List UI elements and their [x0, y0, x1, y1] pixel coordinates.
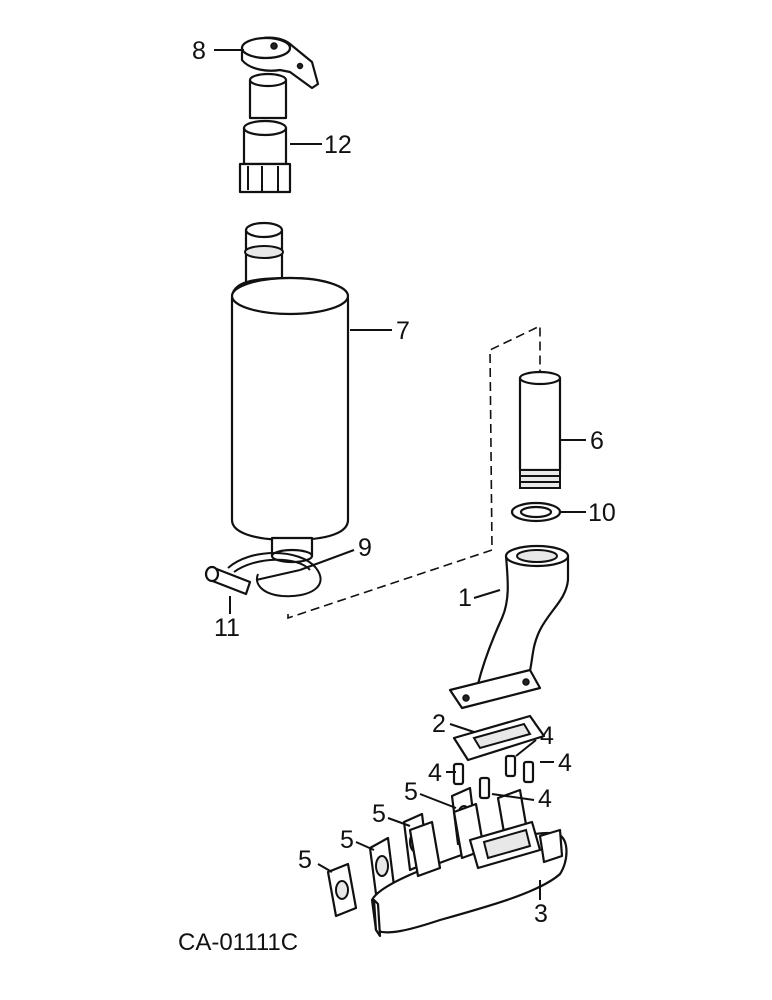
callout-11: 11 [214, 614, 240, 642]
callout-3: 3 [534, 900, 548, 928]
callout-2: 2 [432, 710, 446, 738]
muffler-part [230, 221, 350, 564]
exhaust-manifold-part [370, 788, 568, 938]
callout-4d: 4 [538, 785, 552, 813]
callout-8: 8 [192, 37, 206, 65]
callout-5a: 5 [404, 778, 418, 806]
callout-12: 12 [324, 131, 352, 159]
clamp-ring-part [510, 501, 562, 523]
elbow-pipe-part [448, 544, 570, 710]
diagram-id-code: CA-01111C [178, 929, 298, 956]
flange-gasket-part [452, 714, 546, 762]
callout-5b: 5 [372, 800, 386, 828]
callout-4a: 4 [540, 722, 554, 750]
callout-labels: 8 12 7 6 10 9 11 1 2 4 4 4 4 5 5 5 5 3 [192, 37, 616, 928]
rain-cap-part [240, 36, 320, 90]
leader-lines [214, 49, 586, 900]
exhaust-pipe-part [238, 72, 292, 194]
callout-6: 6 [590, 427, 604, 455]
pipe-extension-part [518, 370, 562, 489]
callout-9: 9 [358, 534, 372, 562]
stud-parts [452, 754, 535, 800]
callout-5c: 5 [340, 826, 354, 854]
callout-5d: 5 [298, 846, 312, 874]
callout-4c: 4 [558, 749, 572, 777]
callout-4b: 4 [428, 759, 442, 787]
assembly-path-line [287, 324, 541, 620]
callout-7: 7 [396, 317, 410, 345]
callout-1: 1 [458, 584, 472, 612]
u-bolt-clamp-part [204, 552, 322, 598]
callout-10: 10 [588, 499, 616, 527]
